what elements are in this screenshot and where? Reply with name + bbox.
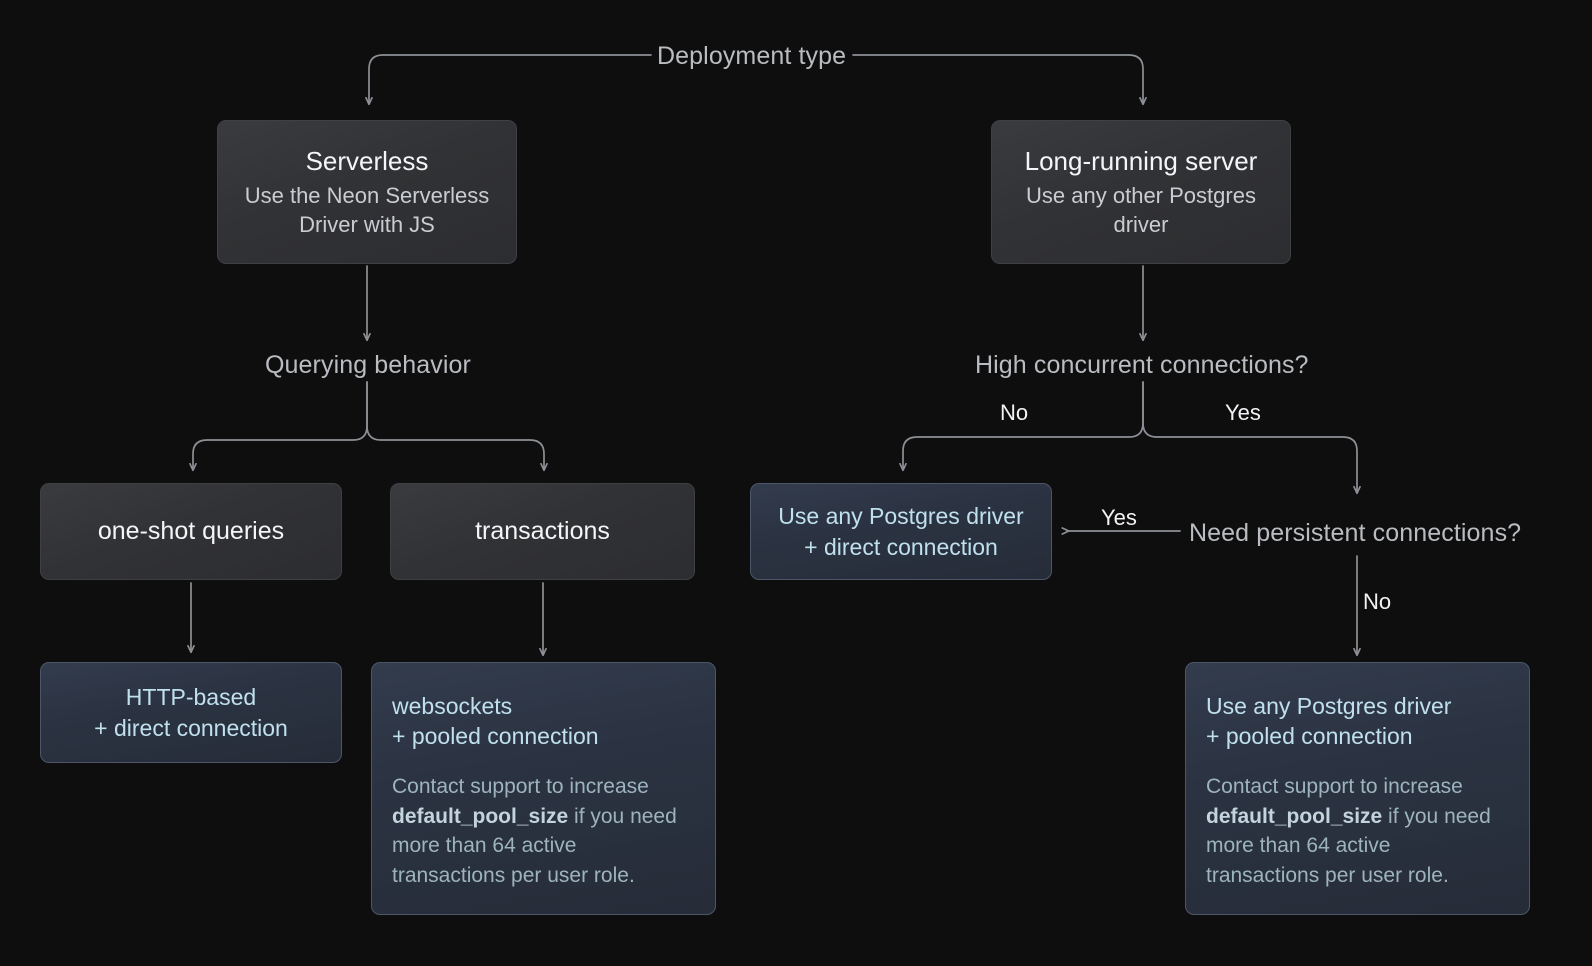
- edge-label-concurrent-no: No: [1000, 400, 1029, 425]
- node-need-persistent-connections: Need persistent connections?: [1189, 519, 1522, 547]
- http-direct-line1: HTTP-based: [125, 684, 257, 711]
- node-box-http-direct-connection[interactable]: HTTP-based + direct connection: [40, 662, 342, 763]
- websockets-note-before: Contact support to increase: [392, 774, 649, 798]
- driver-pooled-line1: Use any Postgres driver: [1206, 693, 1452, 719]
- driver-pooled-note-code: default_pool_size: [1206, 804, 1383, 828]
- websockets-note: Contact support to increase default_pool…: [392, 772, 695, 891]
- node-box-one-shot-queries[interactable]: one-shot queries: [40, 483, 342, 580]
- driver-direct-line2: + direct connection: [804, 533, 998, 560]
- driver-pooled-note: Contact support to increase default_pool…: [1206, 772, 1509, 891]
- node-querying-behavior: Querying behavior: [265, 351, 471, 379]
- edge-label-persistent-yes: Yes: [1101, 505, 1137, 530]
- node-box-serverless[interactable]: Serverless Use the Neon Serverless Drive…: [217, 120, 517, 264]
- transactions-title: transactions: [475, 516, 610, 545]
- node-high-concurrent-connections: High concurrent connections?: [975, 351, 1309, 379]
- long-running-title: Long-running server: [1024, 145, 1258, 176]
- websockets-note-code: default_pool_size: [392, 804, 569, 828]
- edge-label-concurrent-yes: Yes: [1225, 400, 1261, 425]
- node-deployment-type: Deployment type: [657, 42, 847, 70]
- websockets-line1: websockets: [392, 693, 513, 719]
- websockets-line2: + pooled connection: [392, 723, 599, 750]
- edge-label-persistent-no: No: [1363, 589, 1392, 614]
- driver-direct-line1: Use any Postgres driver: [778, 503, 1024, 530]
- node-box-websockets-pooled[interactable]: websockets + pooled connection Contact s…: [371, 662, 716, 915]
- driver-pooled-note-after: if you need more than 64 active transact…: [1206, 804, 1491, 888]
- node-box-transactions[interactable]: transactions: [390, 483, 695, 580]
- long-running-subtitle: Use any other Postgres driver: [1026, 183, 1256, 238]
- driver-pooled-line2: + pooled connection: [1206, 723, 1413, 750]
- one-shot-queries-title: one-shot queries: [97, 516, 285, 545]
- websockets-note-after: if you need more than 64 active transact…: [392, 804, 677, 888]
- node-box-driver-direct-connection[interactable]: Use any Postgres driver + direct connect…: [750, 483, 1052, 580]
- http-direct-line2: + direct connection: [94, 714, 288, 741]
- node-box-driver-pooled[interactable]: Use any Postgres driver + pooled connect…: [1185, 662, 1530, 915]
- serverless-title: Serverless: [305, 145, 429, 176]
- node-box-long-running-server[interactable]: Long-running server Use any other Postgr…: [991, 120, 1291, 264]
- driver-pooled-note-before: Contact support to increase: [1206, 774, 1463, 798]
- serverless-subtitle: Use the Neon Serverless Driver with JS: [244, 183, 490, 238]
